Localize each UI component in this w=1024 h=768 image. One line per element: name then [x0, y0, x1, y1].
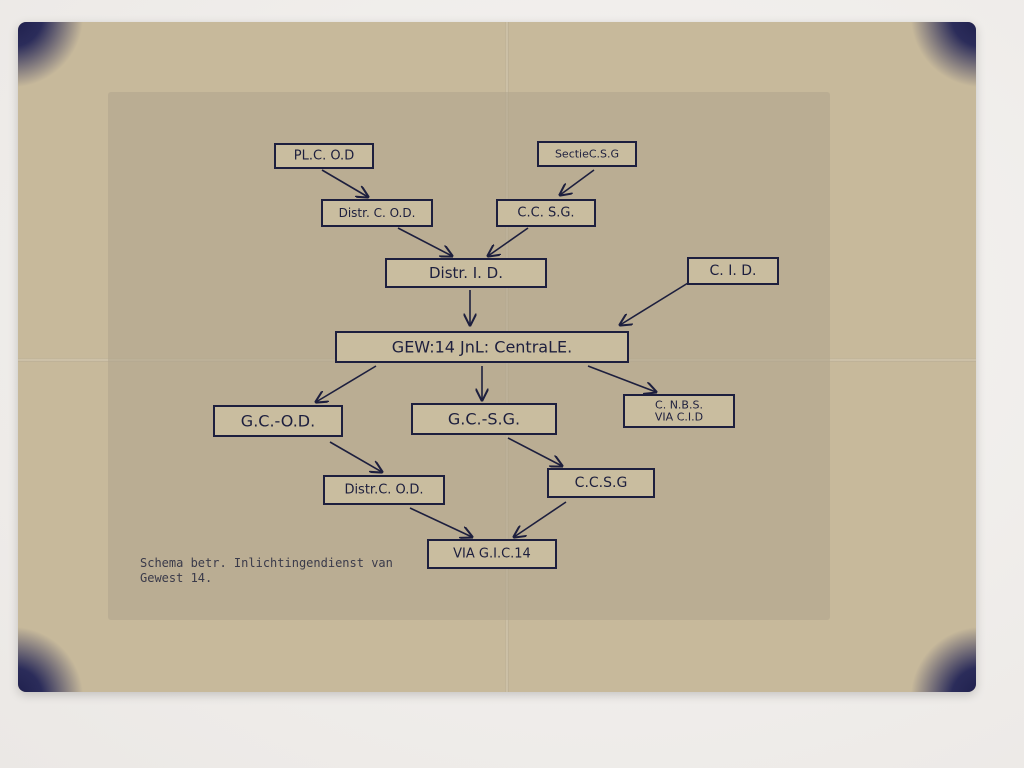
caption-line-2: Gewest 14. [140, 571, 213, 585]
edges-layer [316, 169, 689, 537]
node-box-sectie-csg [537, 141, 637, 167]
edge-gc-sg-to-ccsg-bottom [507, 437, 562, 466]
node-cnbs: C. N.B.S.VIA C.I.D [623, 394, 735, 428]
edge-distr-cod-top-to-distr-id [397, 227, 452, 256]
node-gc-od: G.C.-O.D. [213, 405, 343, 437]
node-box-ccsg-top [496, 199, 596, 227]
node-box-centrale [335, 331, 629, 363]
node-distr-id: Distr. I. D. [385, 258, 547, 288]
node-box-pl-cod [274, 143, 374, 169]
node-label-ccsg-bottom: C.C.S.G [575, 475, 628, 491]
edge-pl-cod-to-distr-cod-top [321, 169, 368, 197]
node-pl-cod: PL.C. O.D [274, 143, 374, 169]
node-box-cnbs [623, 394, 735, 428]
ink-corner-top-right [910, 22, 976, 88]
edge-centrale-to-gc-od [316, 365, 377, 402]
edge-distr-cod-bottom-to-via-gic [409, 507, 472, 537]
node-box-distr-cod-top [321, 199, 433, 227]
node-label-distr-cod-bottom: Distr.C. O.D. [344, 483, 423, 498]
node-label-distr-cod-top: Distr. C. O.D. [339, 206, 416, 220]
edge-ccsg-top-to-distr-id [488, 227, 529, 256]
node-label-via-gic: VIA G.I.C.14 [453, 547, 531, 562]
node-label-pl-cod: PL.C. O.D [294, 149, 354, 164]
node-box-gc-od [213, 405, 343, 437]
nodes-layer: PL.C. O.D SectieC.S.G Distr. C. O.D. C.C. S… [213, 141, 779, 569]
edge-centrale-to-cnbs [587, 365, 656, 392]
node-box-ccsg-bottom [547, 468, 655, 498]
node-ccsg-bottom: C.C.S.G [547, 468, 655, 498]
node-via-gic: VIA G.I.C.14 [427, 539, 557, 569]
edge-gc-od-to-distr-cod-bottom [329, 441, 382, 472]
ink-corner-top-left [18, 22, 84, 88]
node-label-sectie-csg: SectieC.S.G [555, 148, 619, 161]
ink-corner-bottom-right [910, 626, 976, 692]
node-box-gc-sg [411, 403, 557, 435]
node-gc-sg: G.C.-S.G. [411, 403, 557, 435]
node-ccsg-top: C.C. S.G. [496, 199, 596, 227]
caption-line-1: Schema betr. Inlichtingendienst van [140, 556, 393, 570]
edge-sectie-csg-to-ccsg-top [560, 169, 595, 195]
node-box-via-gic [427, 539, 557, 569]
node-label-ccsg-top: C.C. S.G. [517, 206, 574, 221]
node-label-gc-od: G.C.-O.D. [241, 412, 315, 431]
node-label-distr-id: Distr. I. D. [429, 264, 503, 282]
node-centrale: GEW:14 JnL: CentraLE. [335, 331, 629, 363]
node-label-cnbs-1: C. N.B.S. [655, 399, 703, 412]
edge-cid-to-centrale [620, 282, 689, 325]
node-cid: C. I. D. [687, 257, 779, 285]
node-box-distr-cod-bottom [323, 475, 445, 505]
caption: Schema betr. Inlichtingendienst van Gewe… [140, 556, 393, 586]
ink-corner-bottom-left [18, 626, 84, 692]
node-sectie-csg: SectieC.S.G [537, 141, 637, 167]
node-distr-cod-bottom: Distr.C. O.D. [323, 475, 445, 505]
node-label-centrale: GEW:14 JnL: CentraLE. [392, 338, 572, 357]
node-label-cid: C. I. D. [710, 263, 757, 279]
node-label-cnbs-2: VIA C.I.D [655, 411, 703, 424]
node-label-gc-sg: G.C.-S.G. [448, 410, 520, 429]
node-box-distr-id [385, 258, 547, 288]
node-box-cid [687, 257, 779, 285]
edge-ccsg-bottom-to-via-gic [514, 501, 567, 537]
node-distr-cod-top: Distr. C. O.D. [321, 199, 433, 227]
